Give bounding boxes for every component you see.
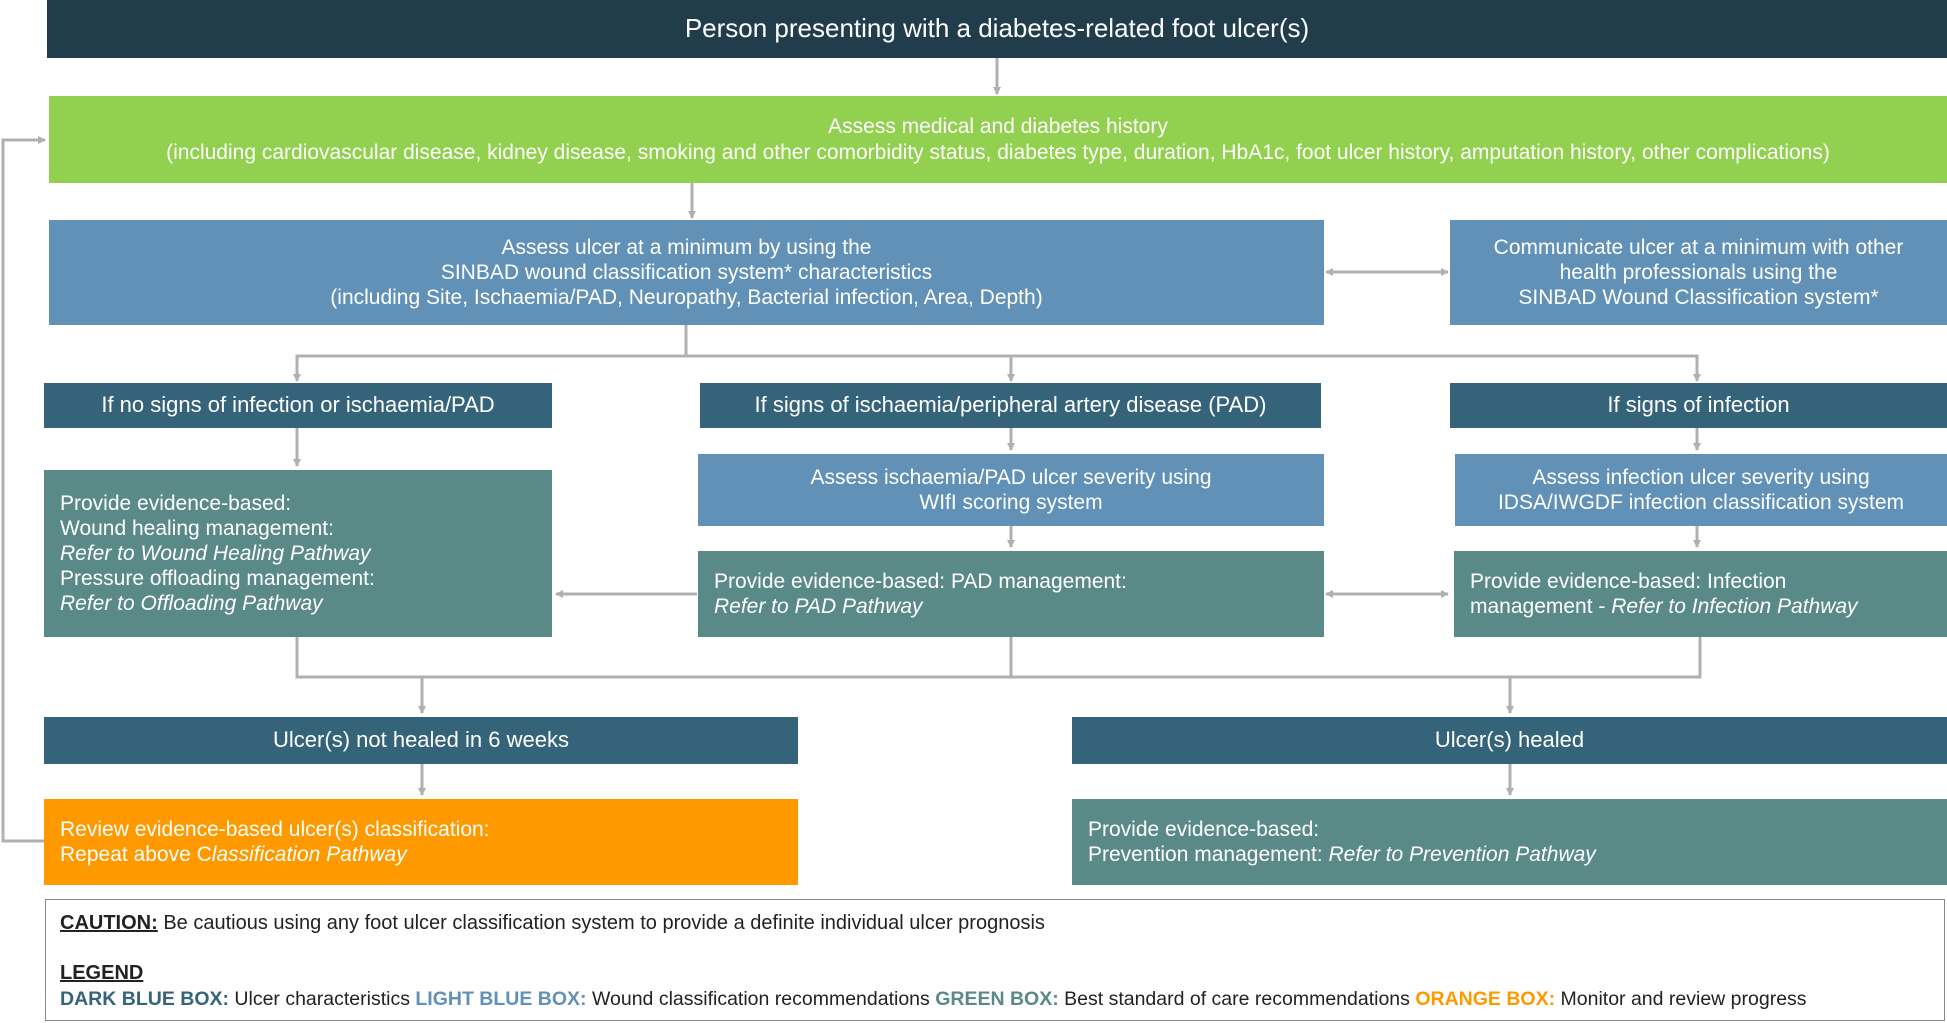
assess-infection-line1: Assess infection ulcer severity using (1532, 465, 1870, 489)
caution-label: CAUTION: (60, 912, 158, 934)
box-provide-infection: Provide evidence-based: Infection manage… (1454, 551, 1947, 637)
box-assess-history: Assess medical and diabetes history (inc… (49, 96, 1947, 183)
assess-ulcer-line3: (including Site, Ischaemia/PAD, Neuropat… (330, 286, 1043, 310)
legend-desc-light-blue: Wound classification recommendations (586, 988, 930, 1010)
assess-ulcer-line2: SINBAD wound classification system* char… (440, 260, 933, 284)
review-line1: Review evidence-based ulcer(s) classific… (60, 817, 490, 841)
box-communicate-ulcer: Communicate ulcer at a minimum with othe… (1450, 220, 1947, 325)
box-healed: Ulcer(s) healed (1072, 717, 1947, 764)
box-assess-infection: Assess infection ulcer severity using ID… (1455, 454, 1947, 526)
communicate-line3: SINBAD Wound Classification system* (1518, 286, 1879, 310)
box-review-classification: Review evidence-based ulcer(s) classific… (44, 799, 798, 885)
legend-desc-orange: Monitor and review progress (1555, 988, 1807, 1010)
prevention-line2-prefix: Prevention management: (1088, 843, 1329, 866)
provide-infection-line1: Provide evidence-based: Infection (1470, 569, 1787, 593)
provide-infection-line2-italic: Refer to Infection Pathway (1611, 595, 1858, 618)
legend-desc-green: Best standard of care recommendations (1058, 988, 1410, 1010)
history-line2: (including cardiovascular disease, kidne… (166, 140, 1830, 164)
communicate-line2: health professionals using the (1559, 260, 1838, 284)
review-line2-prefix: Repeat above C (60, 843, 212, 866)
box-assess-ulcer: Assess ulcer at a minimum by using the S… (49, 220, 1324, 325)
legend-panel: CAUTION: Be cautious using any foot ulce… (45, 899, 1945, 1021)
provide-pad-line1: Provide evidence-based: PAD management: (714, 569, 1127, 593)
legend-title-row: LEGEND (60, 962, 143, 985)
review-line2-italic: lassification Pathway (211, 843, 407, 866)
box-person-presenting-text: Person presenting with a diabetes-relate… (684, 13, 1310, 44)
assess-pad-line2: WIfI scoring system (919, 491, 1103, 514)
assess-infection-line2: IDSA/IWGDF infection classification syst… (1497, 491, 1905, 514)
legend-key-light-blue: LIGHT BLUE BOX: (415, 988, 587, 1010)
assess-pad-line1: Assess ischaemia/PAD ulcer severity usin… (810, 465, 1212, 489)
wound-line3: Refer to Wound Healing Pathway (60, 541, 371, 565)
legend-key-green: GREEN BOX: (935, 988, 1059, 1010)
box-prevention: Provide evidence-based: Prevention manag… (1072, 799, 1947, 885)
box-signs-infection: If signs of infection (1450, 383, 1947, 428)
not-healed-text: Ulcer(s) not healed in 6 weeks (273, 727, 569, 753)
box-person-presenting: Person presenting with a diabetes-relate… (47, 0, 1947, 58)
box-signs-pad: If signs of ischaemia/peripheral artery … (700, 383, 1321, 428)
branch-lines (295, 325, 688, 379)
wound-line1: Provide evidence-based: (60, 491, 292, 515)
box-provide-pad: Provide evidence-based: PAD management: … (698, 551, 1324, 637)
signs-infection-text: If signs of infection (1607, 392, 1790, 418)
wound-line4: Pressure offloading management: (60, 567, 375, 591)
legend-key-orange: ORANGE BOX: (1415, 988, 1556, 1010)
prevention-line2-italic: Refer to Prevention Pathway (1328, 843, 1596, 866)
box-assess-pad: Assess ischaemia/PAD ulcer severity usin… (698, 454, 1324, 526)
caution-row: CAUTION: Be cautious using any foot ulce… (60, 912, 1045, 935)
assess-ulcer-line1: Assess ulcer at a minimum by using the (501, 235, 872, 259)
legend-items-row: DARK BLUE BOX: Ulcer characteristics LIG… (60, 988, 1807, 1011)
wound-line2: Wound healing management: (60, 516, 334, 540)
loop-back-line (1, 136, 46, 843)
provide-pad-line2: Refer to PAD Pathway (714, 595, 923, 618)
communicate-line1: Communicate ulcer at a minimum with othe… (1493, 235, 1904, 259)
review-line2: Repeat above Classification Pathway (60, 842, 407, 867)
legend-title: LEGEND (60, 962, 144, 984)
prevention-line1: Provide evidence-based: (1088, 817, 1320, 841)
prevention-line2: Prevention management: Refer to Preventi… (1088, 842, 1596, 867)
signs-pad-text: If signs of ischaemia/peripheral artery … (754, 392, 1267, 418)
box-no-signs: If no signs of infection or ischaemia/PA… (44, 383, 552, 428)
box-not-healed: Ulcer(s) not healed in 6 weeks (44, 717, 798, 764)
box-provide-wound: Provide evidence-based: Wound healing ma… (44, 470, 552, 637)
history-line1: Assess medical and diabetes history (828, 115, 1168, 139)
legend-desc-dark-blue: Ulcer characteristics (229, 988, 416, 1010)
healed-text: Ulcer(s) healed (1434, 727, 1585, 753)
caution-text: Be cautious using any foot ulcer classif… (157, 912, 1045, 934)
provide-infection-line2-prefix: management - (1470, 595, 1612, 618)
provide-infection-line2: management - Refer to Infection Pathway (1470, 594, 1858, 619)
wound-line5: Refer to Offloading Pathway (60, 592, 323, 616)
legend-key-dark-blue: DARK BLUE BOX: (60, 988, 229, 1010)
merge-lines (295, 637, 1702, 679)
no-signs-text: If no signs of infection or ischaemia/PA… (101, 392, 495, 418)
